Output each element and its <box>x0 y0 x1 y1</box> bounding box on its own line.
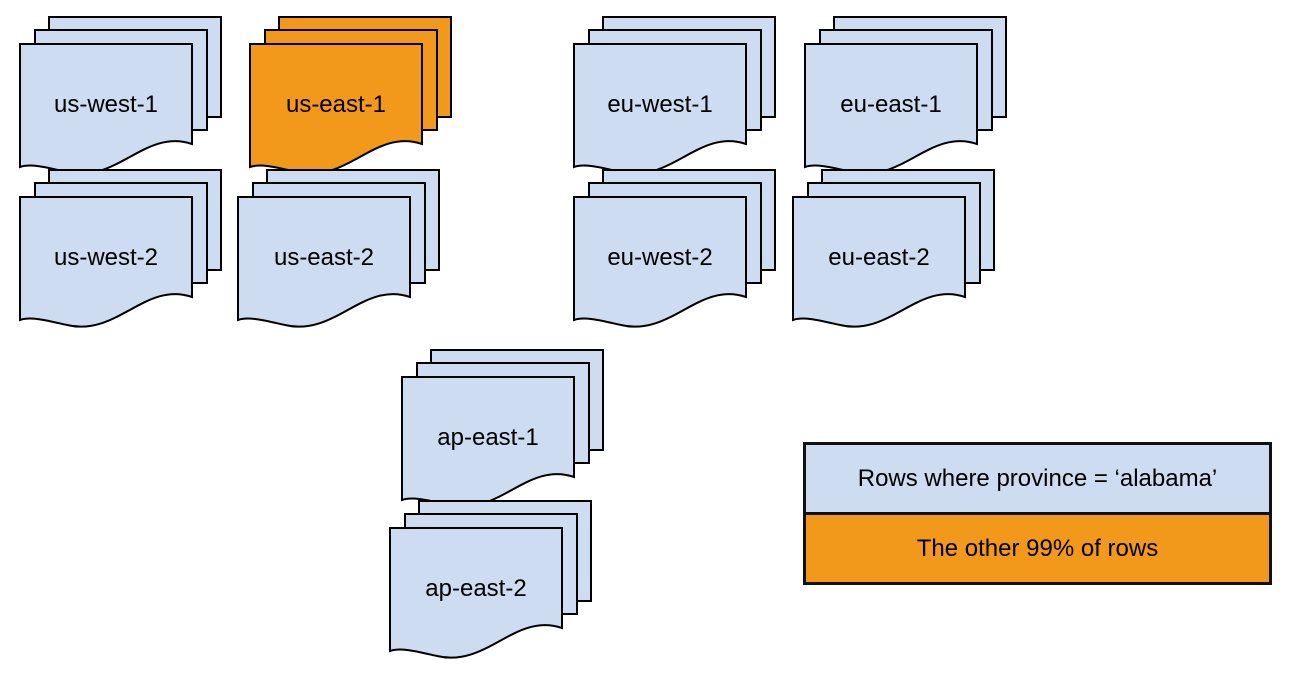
front-document-shape <box>573 196 747 328</box>
region-label: eu-east-1 <box>840 91 942 118</box>
region-stack-us-west-2: us-west-2 <box>19 169 223 331</box>
legend: Rows where province = ‘alabama’ The othe… <box>803 442 1272 585</box>
document-stack-icon <box>573 169 776 328</box>
region-label: ap-east-2 <box>425 575 527 602</box>
document-stack-icon <box>19 16 222 175</box>
region-stack-eu-east-1: eu-east-1 <box>804 16 1008 178</box>
legend-label: Rows where province = ‘alabama’ <box>857 464 1218 492</box>
front-document-shape <box>389 527 563 659</box>
region-stack-us-west-1: us-west-1 <box>19 16 223 178</box>
document-stack-icon <box>401 349 604 508</box>
region-stack-eu-west-2: eu-west-2 <box>573 169 777 331</box>
region-label: us-east-2 <box>273 244 375 271</box>
region-label: eu-west-2 <box>607 244 713 271</box>
region-stack-eu-west-1: eu-west-1 <box>573 16 777 178</box>
region-stack-ap-east-2: ap-east-2 <box>389 500 593 662</box>
region-label: ap-east-1 <box>437 424 539 451</box>
document-stack-icon <box>792 169 995 328</box>
region-label: eu-west-1 <box>607 91 713 118</box>
legend-item-alabama-rows: Rows where province = ‘alabama’ <box>806 445 1269 512</box>
region-stack-eu-east-2: eu-east-2 <box>792 169 996 331</box>
region-stack-ap-east-1: ap-east-1 <box>401 349 605 511</box>
front-document-shape <box>237 196 411 328</box>
region-label: us-west-1 <box>53 91 159 118</box>
region-stack-us-east-2: us-east-2 <box>237 169 441 331</box>
document-stack-icon <box>249 16 452 175</box>
region-label: us-east-1 <box>285 91 387 118</box>
region-label: us-west-2 <box>53 244 159 271</box>
document-stack-icon <box>804 16 1007 175</box>
legend-item-other-rows: The other 99% of rows <box>806 512 1269 582</box>
region-label: eu-east-2 <box>828 244 930 271</box>
legend-label: The other 99% of rows <box>916 534 1159 562</box>
document-stack-icon <box>573 16 776 175</box>
region-stack-us-east-1: us-east-1 <box>249 16 453 178</box>
document-stack-icon <box>19 169 222 328</box>
document-stack-icon <box>237 169 440 328</box>
document-stack-icon <box>389 500 592 659</box>
front-document-shape <box>792 196 966 328</box>
front-document-shape <box>19 196 193 328</box>
